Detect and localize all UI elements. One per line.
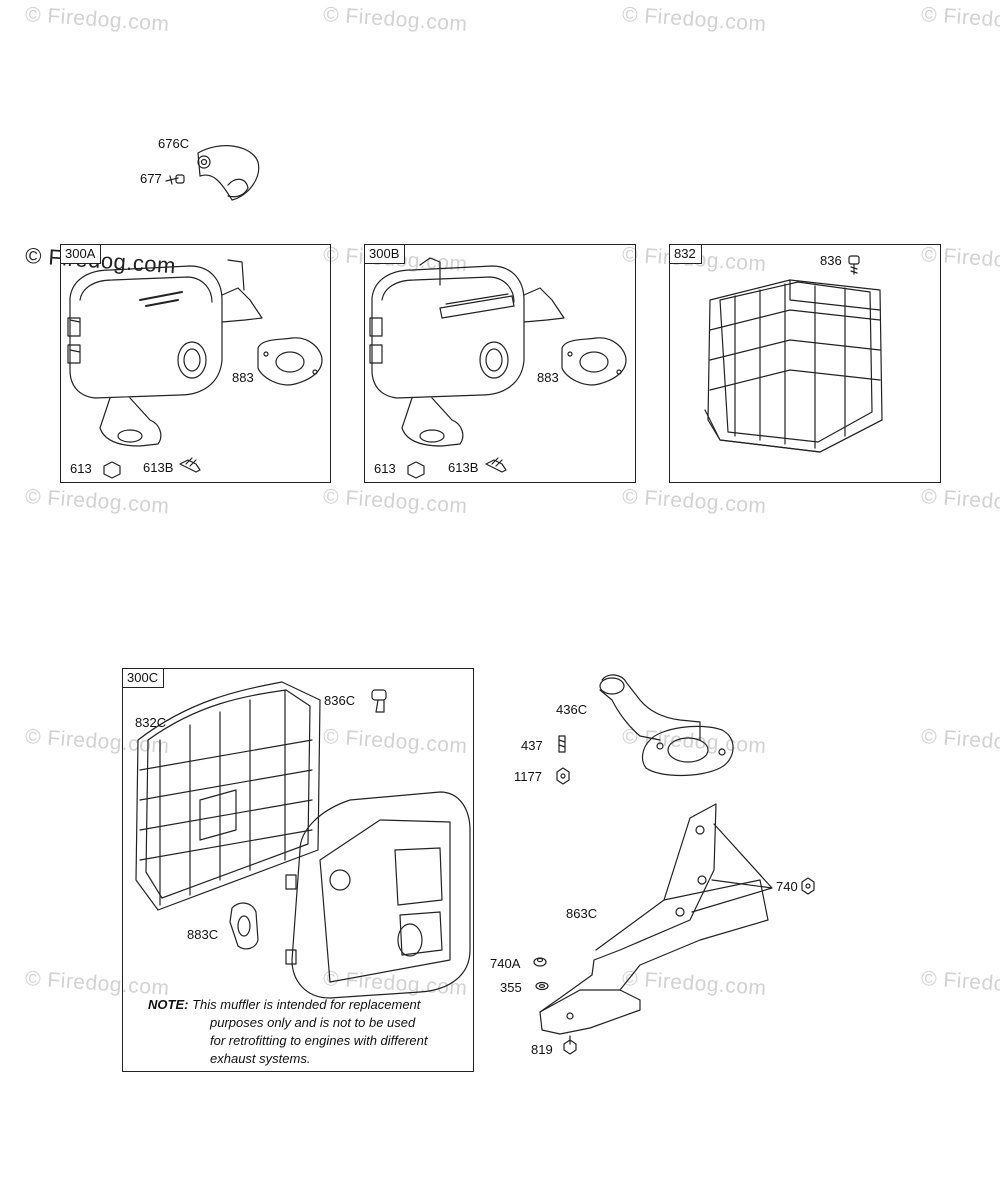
part-label: 836C [324,693,356,708]
gasket-883c [229,902,259,950]
part-label: 863C [566,906,598,921]
kit-box-300c: 300C [122,668,474,1072]
bolts-613b [407,457,507,479]
part-label: 1177 [514,769,542,784]
part-label: 883 [537,370,559,385]
kit-tag-300c: 300C [123,669,165,688]
wire-guard-832 [704,279,883,453]
kit-tag-300b: 300B [365,245,406,264]
part-label: 613 [374,461,396,476]
screw-836 [848,255,860,275]
note-line-3: for retrofitting to engines with differe… [210,1033,428,1048]
washer-355 [535,981,549,991]
heat-shield-676c [197,145,260,201]
part-label: 613 [70,461,92,476]
part-label: 437 [521,738,543,753]
note-label: NOTE: [148,997,189,1012]
note-line-4: exhaust systems. [210,1051,311,1066]
guard-832c [135,681,321,911]
muffler-300a [67,259,263,447]
kit-tag-832: 832 [670,245,702,264]
nut-1177 [556,767,570,785]
part-label: 613B [143,460,174,475]
part-label: 677 [140,171,162,186]
replacement-note: NOTE: This muffler is intended for repla… [148,996,428,1068]
bolt-819 [563,1035,577,1055]
bolts-613a [103,457,201,479]
part-label: 883 [232,370,254,385]
kit-box-300b: 300B [364,244,636,483]
kit-box-300a: 300A [60,244,331,483]
exhaust-elbow-436c [599,674,734,777]
muffler-300c [285,791,471,999]
bracket-863c [539,803,769,1035]
part-label: 436C [556,702,588,717]
kit-box-832: 832 [669,244,941,483]
part-label: 355 [500,980,522,995]
part-label: 832C [135,715,167,730]
nut-740a [533,957,547,967]
part-label: 613B [448,460,479,475]
note-line-2: purposes only and is not to be used [210,1015,416,1030]
screw-836c [371,689,387,713]
screw-677 [165,174,185,185]
nut-740 [801,877,815,895]
part-label: 836 [820,253,842,268]
part-label: 740A [490,956,521,971]
note-line-1: This muffler is intended for replacement [192,997,421,1012]
gasket-883b [561,337,627,386]
muffler-300b [369,257,565,447]
kit-tag-300a: 300A [61,245,102,264]
part-label: 819 [531,1042,553,1057]
leader-lines-740 [691,823,773,913]
part-label: 676C [158,136,190,151]
part-label: 883C [187,927,219,942]
stud-437 [558,735,566,753]
gasket-883a [257,337,323,386]
part-label: 740 [776,879,798,894]
